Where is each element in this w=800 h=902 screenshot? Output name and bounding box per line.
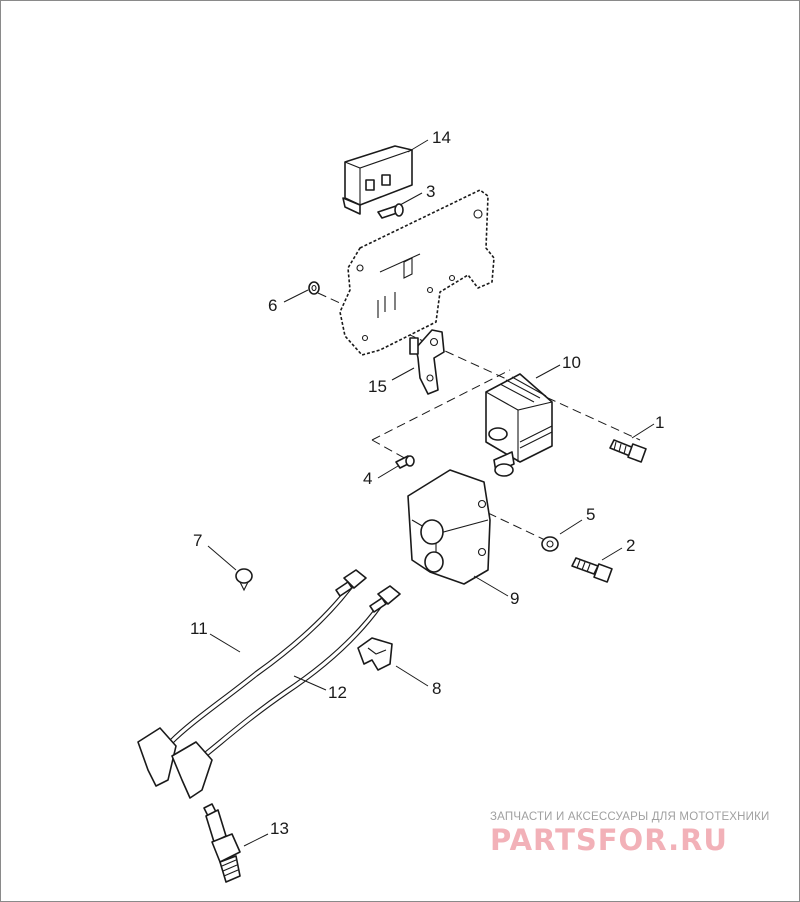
ignition-coil-part-10 <box>485 373 553 477</box>
washer-part-5 <box>541 536 559 552</box>
nut-part-6 <box>308 281 320 295</box>
watermark-logo: PARTSFOR.RU <box>490 823 728 857</box>
callout-9: 9 <box>510 589 519 608</box>
callout-4: 4 <box>363 469 372 488</box>
callout-7: 7 <box>193 531 202 550</box>
callout-13: 13 <box>270 819 289 838</box>
callout-6: 6 <box>268 296 277 315</box>
watermark: ЗАПЧАСТИ И АКСЕССУАРЫ ДЛЯ МОТОТЕХНИКИ PA… <box>490 811 770 857</box>
callout-12: 12 <box>328 683 347 702</box>
callout-8: 8 <box>432 679 441 698</box>
callout-2: 2 <box>626 536 635 555</box>
coil-cover-part-9 <box>407 469 491 585</box>
leader-lines <box>207 139 655 847</box>
callout-5: 5 <box>586 505 595 524</box>
bolt-part-2 <box>571 557 613 583</box>
bolt-part-1 <box>609 439 647 463</box>
clip-part-7 <box>235 568 253 592</box>
spark-plug-wire-part-11 <box>137 569 367 787</box>
callout-15: 15 <box>368 377 387 396</box>
watermark-tagline: ЗАПЧАСТИ И АКСЕССУАРЫ ДЛЯ МОТОТЕХНИКИ <box>490 811 770 823</box>
callout-11: 11 <box>190 619 208 638</box>
bracket-part-15 <box>409 329 445 395</box>
module-part <box>342 145 413 215</box>
spark-plug-wire-part-12 <box>171 585 401 799</box>
callout-14: 14 <box>432 128 451 147</box>
callout-10: 10 <box>562 353 581 372</box>
spark-plug-part-13 <box>203 803 241 883</box>
callout-1: 1 <box>655 413 664 432</box>
mounting-plate <box>339 189 495 356</box>
screw-part-3 <box>377 203 404 219</box>
callout-3: 3 <box>426 182 435 201</box>
callout-numbers: 14 3 6 15 10 1 4 5 2 7 9 11 12 8 13 <box>190 128 664 838</box>
screw-part-4 <box>395 455 415 469</box>
wire-holder-part-8 <box>357 637 393 671</box>
